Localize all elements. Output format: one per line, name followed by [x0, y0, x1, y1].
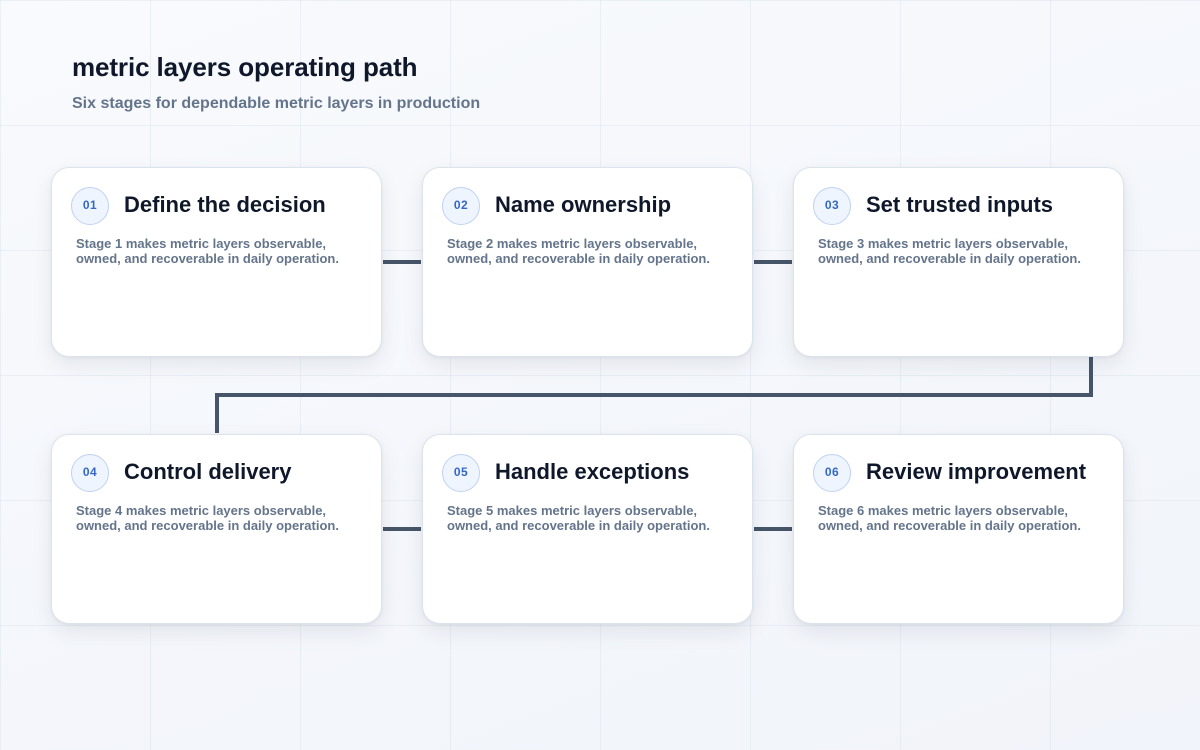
stage-number-badge: 05 [442, 454, 480, 492]
stage-card-3: 03 Set trusted inputs Stage 3 makes metr… [793, 167, 1124, 357]
stage-card-2: 02 Name ownership Stage 2 makes metric l… [422, 167, 753, 357]
stage-description: Stage 3 makes metric layers observable, … [818, 236, 1081, 266]
stage-title: Name ownership [495, 192, 672, 217]
stage-description: Stage 4 makes metric layers observable, … [76, 503, 339, 533]
stage-title: Control delivery [124, 459, 292, 484]
stage-description: Stage 6 makes metric layers observable, … [818, 503, 1081, 533]
stage-card-6: 06 Review improvement Stage 6 makes metr… [793, 434, 1124, 624]
stage-number-badge: 03 [813, 187, 851, 225]
stage-number-badge: 06 [813, 454, 851, 492]
page-subtitle: Six stages for dependable metric layers … [72, 95, 481, 112]
stage-title: Review improvement [866, 459, 1087, 484]
stage-title: Handle exceptions [495, 459, 690, 484]
connector-3-4 [215, 357, 1093, 433]
stage-title: Set trusted inputs [866, 192, 1054, 217]
page-title: metric layers operating path [72, 52, 418, 82]
stage-title: Define the decision [124, 192, 326, 217]
stage-description: Stage 2 makes metric layers observable, … [447, 236, 710, 266]
stage-number-badge: 04 [71, 454, 109, 492]
stage-description: Stage 1 makes metric layers observable, … [76, 236, 339, 266]
stage-number-badge: 02 [442, 187, 480, 225]
stage-description: Stage 5 makes metric layers observable, … [447, 503, 710, 533]
stage-card-4: 04 Control delivery Stage 4 makes metric… [51, 434, 382, 624]
stage-number-badge: 01 [71, 187, 109, 225]
stage-card-1: 01 Define the decision Stage 1 makes met… [51, 167, 382, 357]
stage-card-5: 05 Handle exceptions Stage 5 makes metri… [422, 434, 753, 624]
